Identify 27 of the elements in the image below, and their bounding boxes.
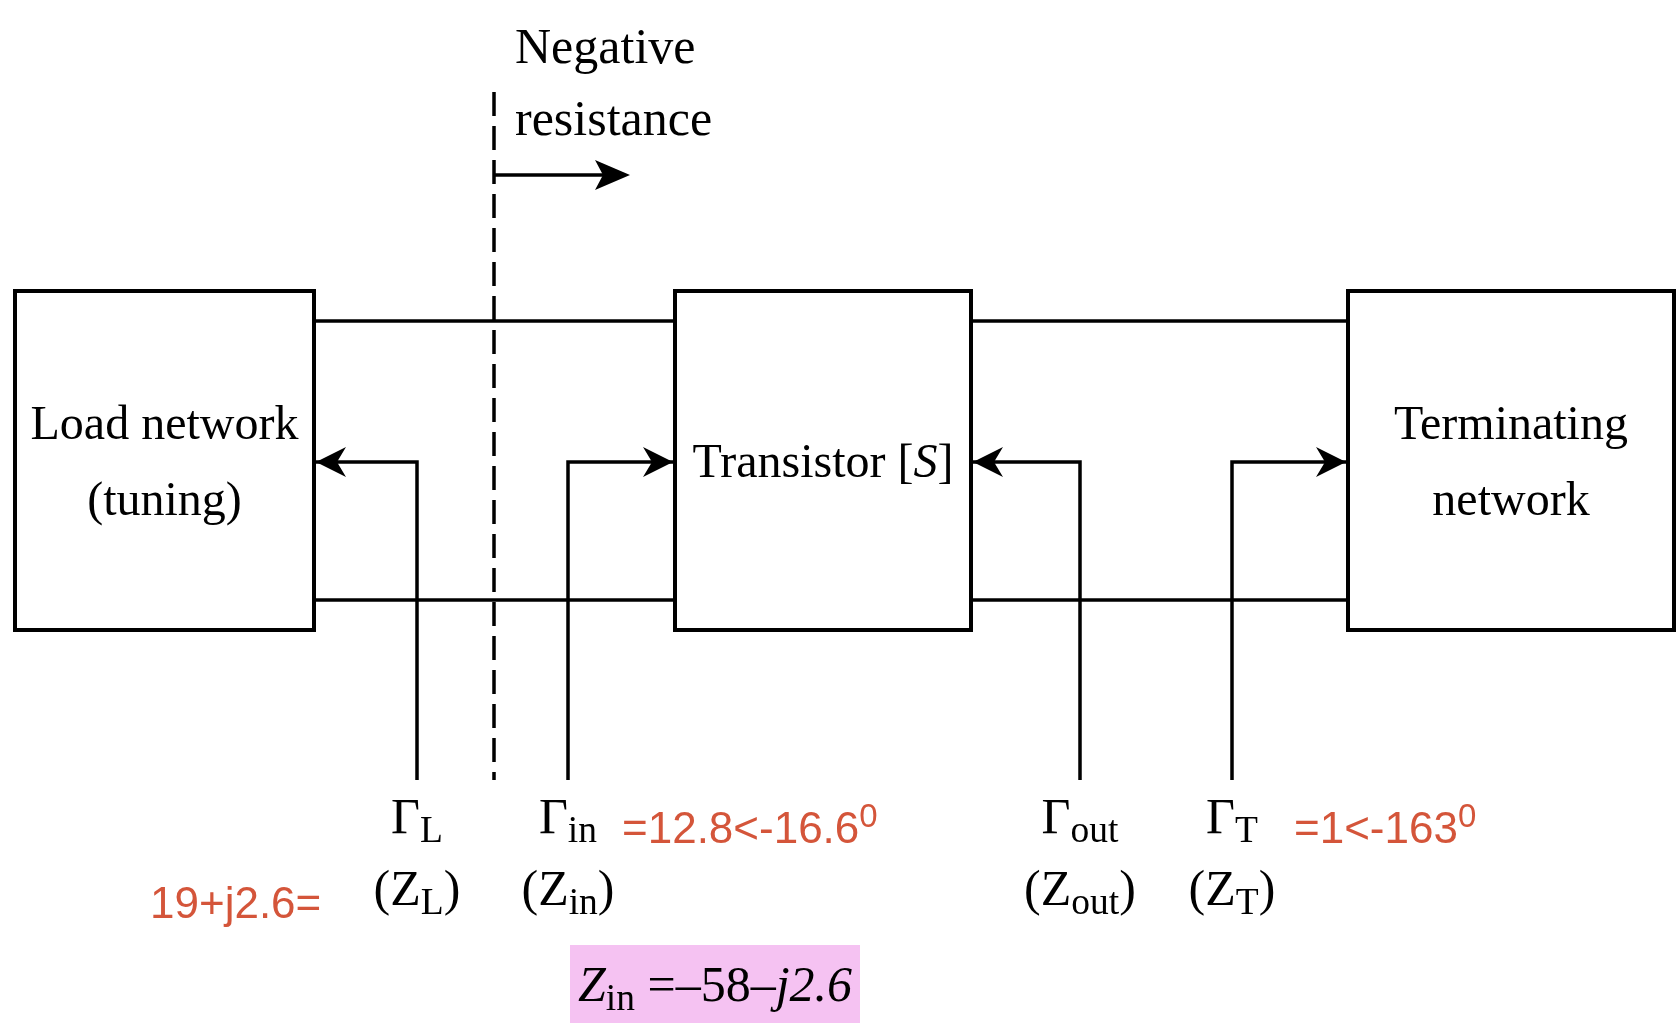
reflection-value: =1<-163$^{0}$: [1294, 800, 1477, 854]
reflection-symbol: Γ$_{out}$: [1041, 787, 1119, 852]
reflection-arrow: [316, 447, 419, 780]
transmission-line: [973, 598, 1346, 602]
transmission-line: [316, 598, 673, 602]
transmission-line: [973, 319, 1346, 323]
impedance-symbol: (Z$_{in}$): [521, 859, 615, 924]
reflection-arrow: [973, 447, 1082, 780]
block-title: Terminating network: [1393, 394, 1629, 527]
impedance-symbol: (Z$_{out}$): [1024, 859, 1136, 924]
reflection-symbol: Γ$_{in}$: [538, 787, 598, 852]
reflection-symbol: Γ$_{T}$: [1206, 787, 1258, 852]
block-box: [1346, 289, 1676, 632]
block-box: [673, 289, 973, 632]
block-title: Transistor [S]: [691, 432, 955, 489]
reflection-arrow: [566, 447, 673, 780]
impedance-value: 19+j2.6=: [150, 877, 322, 929]
block-title: Load network (tuning): [29, 394, 300, 528]
reflection-symbol: Γ$_{L}$: [391, 787, 443, 852]
transmission-line: [316, 319, 673, 323]
reflection-arrow: [1230, 447, 1346, 780]
block-box: [13, 289, 316, 632]
annotation-text: Negative resistance: [515, 17, 714, 148]
reflection-value: =12.8<-16.6$^{0}$: [622, 800, 878, 854]
highlighted-equation: Z$_{in}$ =–58–j2.6: [570, 945, 861, 1023]
impedance-symbol: (Z$_{T}$): [1188, 859, 1276, 924]
impedance-symbol: (Z$_{L}$): [373, 859, 461, 924]
